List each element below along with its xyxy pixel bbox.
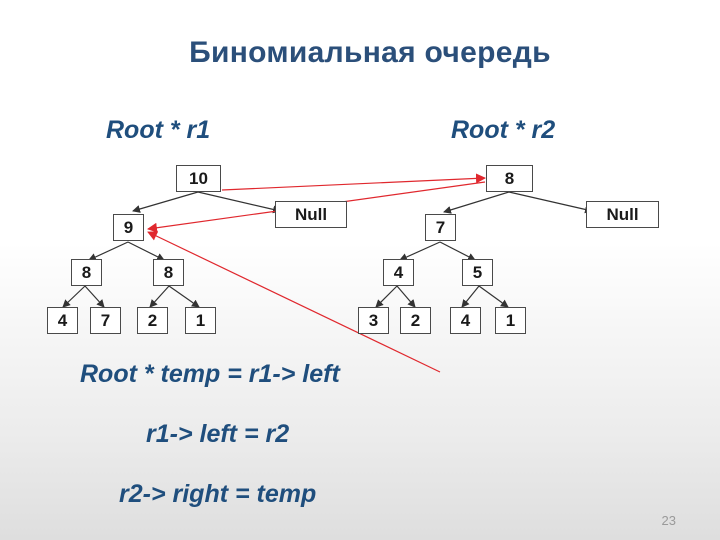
code-line-3: r2-> right = temp bbox=[119, 480, 317, 508]
edge-8-7 bbox=[443, 191, 510, 214]
edge-9-8b bbox=[127, 241, 165, 261]
edge-8a-7 bbox=[84, 285, 105, 308]
tree1-node-8-left: 8 bbox=[71, 259, 102, 286]
edge-4-2 bbox=[396, 285, 416, 308]
edge-8-null bbox=[508, 191, 593, 214]
tree1-leaf-4: 4 bbox=[47, 307, 78, 334]
page-number: 23 bbox=[661, 513, 676, 528]
tree1-leaf-1: 1 bbox=[185, 307, 216, 334]
red-arrow-r1-to-r2 bbox=[221, 173, 486, 191]
tree2-node-7: 7 bbox=[425, 214, 456, 241]
tree1-null-node: Null bbox=[275, 201, 347, 228]
edge-10-null bbox=[197, 191, 281, 214]
code-line-2: r1-> left = r2 bbox=[146, 420, 290, 448]
tree2-root-node: 8 bbox=[486, 165, 533, 192]
edge-8a-4 bbox=[62, 285, 86, 308]
edge-5-1 bbox=[478, 285, 509, 308]
tree1-node-9: 9 bbox=[113, 214, 144, 241]
edge-4-3 bbox=[375, 285, 398, 308]
tree2-leaf-3: 3 bbox=[358, 307, 389, 334]
tree1-root-node: 10 bbox=[176, 165, 221, 192]
edge-8b-2 bbox=[149, 285, 170, 308]
edge-5-4 bbox=[461, 285, 480, 308]
edge-10-9 bbox=[132, 191, 199, 213]
edge-8b-1 bbox=[168, 285, 200, 308]
red-arrow-temp-to-9 bbox=[147, 231, 441, 373]
tree2-leaf-2: 2 bbox=[400, 307, 431, 334]
edge-7-5 bbox=[439, 241, 476, 261]
edge-9-8a bbox=[88, 241, 129, 261]
tree2-node-5: 5 bbox=[462, 259, 493, 286]
tree2-leaf-4: 4 bbox=[450, 307, 481, 334]
label-root-r2: Root * r2 bbox=[451, 116, 556, 144]
tree1-leaf-2: 2 bbox=[137, 307, 168, 334]
tree1-node-8-right: 8 bbox=[153, 259, 184, 286]
label-root-r1: Root * r1 bbox=[106, 116, 211, 144]
tree2-null-node: Null bbox=[586, 201, 659, 228]
tree2-leaf-1: 1 bbox=[495, 307, 526, 334]
tree2-node-4: 4 bbox=[383, 259, 414, 286]
code-line-1: Root * temp = r1-> left bbox=[80, 360, 340, 388]
tree1-leaf-7: 7 bbox=[90, 307, 121, 334]
edge-7-4 bbox=[399, 241, 441, 261]
slide-title: Биномиальная очередь bbox=[189, 36, 551, 69]
